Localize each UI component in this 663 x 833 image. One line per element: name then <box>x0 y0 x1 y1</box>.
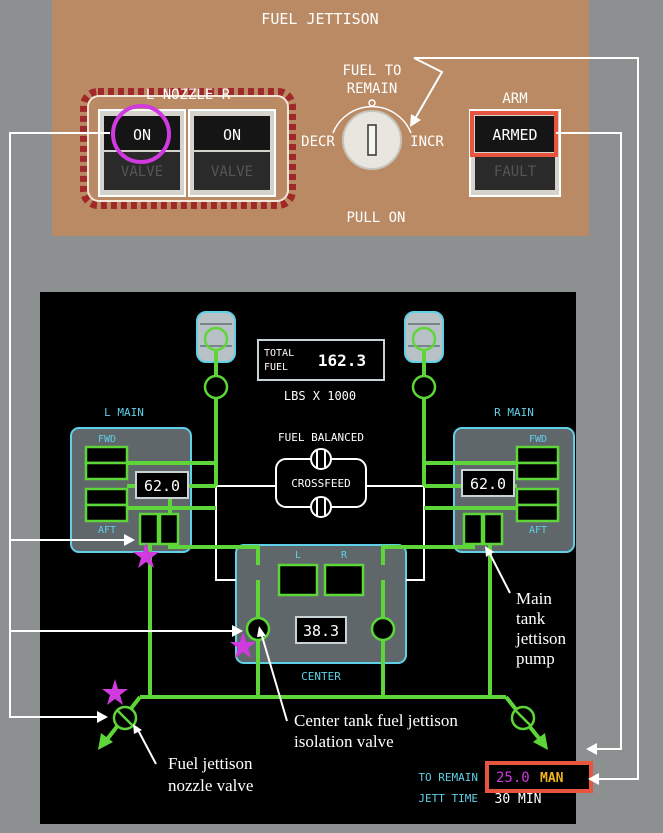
arm-label: ARM <box>502 91 527 107</box>
center-pumps <box>277 563 365 597</box>
total-fuel-value: 162.3 <box>318 351 366 370</box>
right-nozzle-arrow <box>533 733 548 750</box>
fault-light: FAULT <box>494 164 537 180</box>
left-engine-icon <box>196 311 236 363</box>
l-main-quantity: 62.0 <box>144 477 180 495</box>
nozzle-guard <box>80 88 296 209</box>
right-nozzle-valve-light: VALVE <box>211 164 253 180</box>
l-main-label: L MAIN <box>104 406 144 419</box>
left-nozzle-valve-switch[interactable]: ON VALVE <box>98 109 186 197</box>
r-main-quantity-box <box>461 469 515 497</box>
fuel-to-remain-knob[interactable] <box>342 110 402 170</box>
callout-lines <box>9 57 639 780</box>
units-label: LBS X 1000 <box>284 389 356 403</box>
l-main-quantity-box <box>135 471 189 499</box>
total-label: TOTAL <box>264 348 294 359</box>
panel-title: FUEL JETTISON <box>261 10 378 28</box>
fuel-balanced-label: FUEL BALANCED <box>278 431 364 444</box>
incr-label: INCR <box>410 134 444 150</box>
r-fwd-label: FWD <box>529 434 547 445</box>
right-nozzle-valve <box>510 705 536 731</box>
crossfeed-valve-fwd <box>310 448 332 470</box>
highlight-circle <box>111 104 171 164</box>
to-remain-label: TO REMAIN <box>418 771 478 784</box>
center-valve-annotation-2: isolation valve <box>294 732 394 751</box>
total-fuel-box <box>257 339 385 381</box>
center-label: CENTER <box>301 670 341 683</box>
left-main-pumps <box>84 445 129 523</box>
center-r-label: R <box>341 550 348 561</box>
star-icon <box>230 632 256 658</box>
star-icon <box>133 542 159 568</box>
center-quantity-box <box>295 616 347 644</box>
r-main-label: R MAIN <box>494 406 534 419</box>
star-markers <box>102 542 256 705</box>
fuel-to-remain-label-2: REMAIN <box>347 81 398 97</box>
nozzle-label: L NOZZLE R <box>146 87 231 103</box>
main-pump-annotation-4: pump <box>516 649 555 668</box>
to-remain-value: 25.0 <box>496 770 530 786</box>
right-main-pumps <box>515 445 560 523</box>
armed-light: ARMED <box>492 126 537 144</box>
main-pump-annotation-2: tank <box>516 609 546 628</box>
main-pump-annotation-1: Main <box>516 589 552 608</box>
left-nozzle-valve <box>112 705 138 731</box>
right-jettison-pumps <box>462 512 504 546</box>
r-main-quantity: 62.0 <box>470 475 506 493</box>
right-engine-valve <box>411 374 437 400</box>
to-remain-highlight <box>485 761 593 793</box>
jett-time-label: JETT TIME <box>418 792 478 805</box>
l-fwd-label: FWD <box>98 434 116 445</box>
annotations: Main tank jettison pump Center tank fuel… <box>168 589 567 795</box>
left-nozzle-valve-light: VALVE <box>121 164 163 180</box>
left-jettison-pumps <box>138 512 180 546</box>
nozzle-valve-annotation-2: nozzle valve <box>168 776 253 795</box>
left-nozzle-on-light: ON <box>133 126 151 144</box>
r-aft-label: AFT <box>529 525 547 536</box>
center-l-label: L <box>295 550 301 561</box>
left-nozzle-arrow <box>98 733 113 750</box>
fuel-label: FUEL <box>264 362 288 373</box>
right-center-isolation-valve <box>370 616 396 642</box>
callout-arrowheads <box>97 114 599 785</box>
nozzle-valve-annotation-1: Fuel jettison <box>168 754 253 773</box>
main-pump-annotation-3: jettison <box>515 629 567 648</box>
jett-time-value: 30 MIN <box>495 792 542 807</box>
fuel-to-remain-label-1: FUEL TO <box>342 63 401 79</box>
star-icon <box>102 679 128 705</box>
center-quantity: 38.3 <box>303 622 339 640</box>
left-engine-valve <box>203 374 229 400</box>
center-tank <box>235 544 407 664</box>
to-remain-mode: MAN <box>540 771 564 786</box>
center-valve-annotation-1: Center tank fuel jettison <box>294 711 458 730</box>
right-nozzle-valve-switch[interactable]: ON VALVE <box>188 109 276 197</box>
decr-label: DECR <box>301 134 335 150</box>
crossfeed-label: CROSSFEED <box>291 477 351 490</box>
crossfeed-valve-aft <box>310 496 332 518</box>
pull-on-label: PULL ON <box>346 210 405 226</box>
right-nozzle-on-light: ON <box>223 126 241 144</box>
l-aft-label: AFT <box>98 525 116 536</box>
